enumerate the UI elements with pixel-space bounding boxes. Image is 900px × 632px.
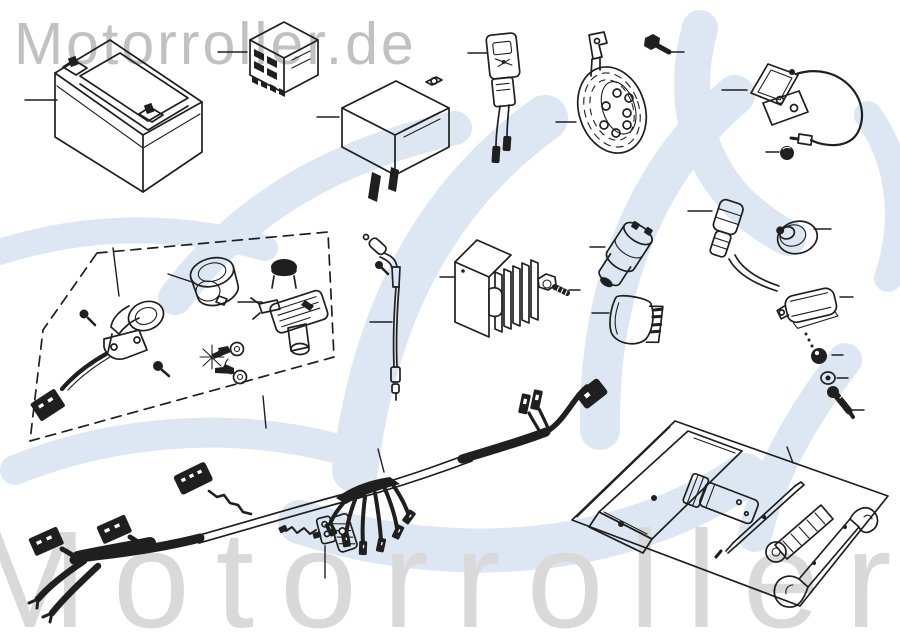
horn	[576, 31, 648, 154]
leader-lines	[24, 51, 865, 579]
lock-cylinder	[189, 256, 240, 307]
fuse-holder	[485, 32, 521, 164]
condenser	[750, 63, 864, 147]
tool-kit	[571, 420, 889, 608]
rectifier-bolt	[537, 273, 570, 296]
lock-set-box	[29, 231, 335, 442]
bottom-watermark-text: Motorroller	[0, 503, 900, 632]
coil-bolt	[827, 386, 855, 419]
key-set	[199, 341, 248, 385]
coil-washer	[820, 371, 836, 385]
open-end-wrench	[773, 507, 879, 608]
grommet	[776, 220, 819, 255]
coil-nut	[804, 332, 827, 364]
tool-handle	[765, 504, 834, 563]
rectifier	[454, 239, 539, 338]
wiring-harness	[27, 378, 608, 624]
battery	[54, 39, 203, 193]
flasher-relay	[341, 76, 450, 202]
starter-relay	[598, 220, 653, 288]
spark-plug-socket	[682, 472, 759, 525]
rubber-mount	[609, 294, 664, 345]
ignition-coil	[776, 287, 839, 329]
spark-plug-cap	[709, 198, 780, 292]
relay	[249, 21, 319, 97]
top-watermark-text: Motorroller.de	[14, 11, 417, 77]
cable	[362, 233, 401, 401]
cap-nut	[780, 146, 794, 160]
screwdriver	[714, 481, 805, 559]
harness-connector	[278, 512, 358, 553]
fuel-cap-lock	[250, 259, 329, 356]
horn-bolt	[644, 34, 672, 55]
ignition-switch	[30, 300, 171, 421]
